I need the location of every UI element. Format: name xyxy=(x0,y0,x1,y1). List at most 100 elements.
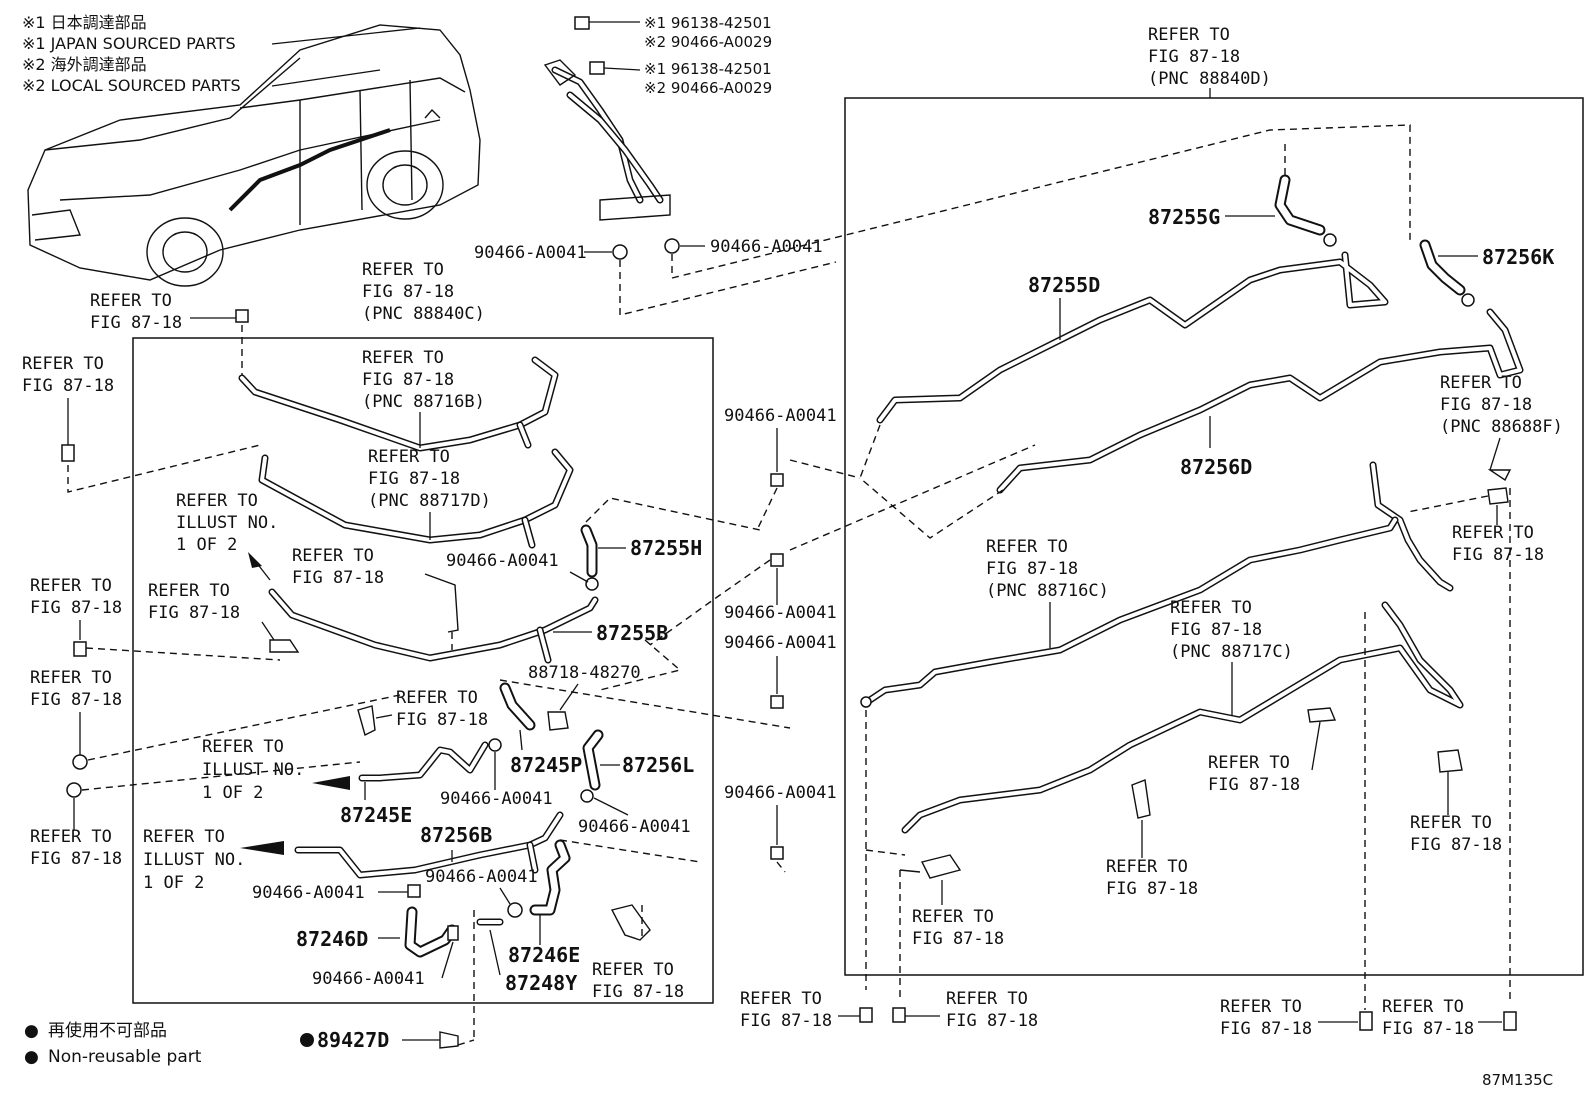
clamp-icon xyxy=(1461,293,1475,307)
clamp-icon xyxy=(580,789,594,803)
clamp-icon xyxy=(407,884,421,898)
fig-label: FIG 87-18 xyxy=(1440,395,1532,415)
fig-label: FIG 87-18 xyxy=(362,370,454,390)
bolt-icon xyxy=(892,1007,906,1023)
part-87248Y: 87248Y xyxy=(505,971,577,995)
label-clamp-90466: 90466-A0041 xyxy=(578,817,691,837)
arrow-icon xyxy=(248,552,262,568)
fig-label: FIG 87-18 xyxy=(30,849,122,869)
part-89427D-group: 89427D xyxy=(300,1028,475,1052)
refer-label: REFER TO xyxy=(22,354,104,374)
fig-label: FIG 87-18 xyxy=(90,313,182,333)
clamp-icon xyxy=(574,16,590,30)
part-87256K: 87256K xyxy=(1482,245,1554,269)
bolt-icon xyxy=(859,1007,873,1023)
refer-label: REFER TO xyxy=(30,827,112,847)
legend: ● 再使用不可部品 ● Non-reusable part xyxy=(24,1020,202,1067)
fig-label: FIG 87-18 xyxy=(30,690,122,710)
note-japan-sourced-en: ※1 JAPAN SOURCED PARTS xyxy=(22,34,236,53)
refer-label: REFER TO xyxy=(30,576,112,596)
refer-label: REFER TO xyxy=(1148,25,1230,45)
top-clamp-cluster: ※1 96138-42501 ※2 90466-A0029 ※1 96138-4… xyxy=(474,14,1411,316)
refer-label: REFER TO xyxy=(292,546,374,566)
note-japan-sourced-jp: ※1 日本調達部品 xyxy=(22,13,147,32)
bolt-icon xyxy=(1503,1011,1517,1031)
refer-label: REFER TO xyxy=(30,668,112,688)
refer-label: REFER TO xyxy=(396,688,478,708)
refer-label: REFER TO xyxy=(1452,523,1534,543)
note-local-sourced-jp: ※2 海外調達部品 xyxy=(22,55,147,74)
refer-label: REFER TO xyxy=(946,989,1028,1009)
illust-page-label: 1 OF 2 xyxy=(176,535,237,555)
clamp-icon xyxy=(612,244,628,260)
clip-icon xyxy=(73,641,87,657)
middle-clamps: 90466-A0041 90466-A0041 90466-A0041 9046… xyxy=(649,406,1036,873)
fig-label: FIG 87-18 xyxy=(362,282,454,302)
label-clamp-90466: 90466-A0041 xyxy=(446,551,559,571)
legend-en: Non-reusable part xyxy=(48,1047,202,1067)
fig-label: FIG 87-18 xyxy=(1382,1019,1474,1039)
clamp-icon xyxy=(770,473,784,487)
note-local-sourced-en: ※2 LOCAL SOURCED PARTS xyxy=(22,76,241,95)
arrow-icon xyxy=(240,841,284,855)
refer-label: REFER TO xyxy=(362,348,444,368)
label-clamp-90466: 90466-A0041 xyxy=(252,883,365,903)
left-assembly-box xyxy=(132,337,714,1004)
fig-label: FIG 87-18 xyxy=(1220,1019,1312,1039)
illust-page-label: 1 OF 2 xyxy=(202,783,263,803)
fig-label: FIG 87-18 xyxy=(396,710,488,730)
code-96138-42501-a: ※1 96138-42501 xyxy=(644,14,772,32)
code-90466-A0029-b: ※2 90466-A0029 xyxy=(644,79,772,97)
arrow-icon xyxy=(312,776,350,790)
clamp-icon xyxy=(447,925,459,941)
refer-label: REFER TO xyxy=(1440,373,1522,393)
fig-label: FIG 87-18 xyxy=(986,559,1078,579)
fig-label: FIG 87-18 xyxy=(912,929,1004,949)
refer-label: REFER TO xyxy=(1220,997,1302,1017)
grommet-icon xyxy=(860,696,872,708)
refer-label: REFER TO xyxy=(202,737,284,757)
part-88718-48270: 88718-48270 xyxy=(528,663,641,683)
refer-label: REFER TO xyxy=(1410,813,1492,833)
label-clamp-90466: 90466-A0041 xyxy=(724,633,837,653)
refer-label: REFER TO xyxy=(740,989,822,1009)
part-87246E: 87246E xyxy=(508,943,580,967)
refer-label: REFER TO xyxy=(1208,753,1290,773)
fig-label: FIG 87-18 xyxy=(1452,545,1544,565)
label-clamp-90466: 90466-A0041 xyxy=(724,783,837,803)
pnc-label: (PNC 88716C) xyxy=(986,581,1109,601)
fig-label: FIG 87-18 xyxy=(1148,47,1240,67)
refer-label: REFER TO xyxy=(176,491,258,511)
refer-label: REFER TO xyxy=(362,260,444,280)
refer-label: REFER TO xyxy=(148,581,230,601)
clamp-icon xyxy=(488,738,502,752)
fig-label: FIG 87-18 xyxy=(30,598,122,618)
refer-label: REFER TO xyxy=(986,537,1068,557)
clamp-icon xyxy=(770,695,784,709)
illust-page-label: 1 OF 2 xyxy=(143,873,204,893)
clamp-icon xyxy=(585,577,599,591)
right-assembly-box xyxy=(844,97,1584,976)
bolt-icon xyxy=(235,309,249,323)
clip-icon xyxy=(61,444,75,462)
legend-dot-icon: ● xyxy=(24,1021,39,1041)
part-87245P: 87245P xyxy=(510,753,582,777)
illust-label: ILLUST NO. xyxy=(202,760,304,780)
pnc-label: (PNC 88716B) xyxy=(362,392,485,412)
fig-label: FIG 87-18 xyxy=(740,1011,832,1031)
vehicle-illustration xyxy=(27,24,481,287)
part-87255G: 87255G xyxy=(1148,205,1220,229)
fig-label: FIG 87-18 xyxy=(22,376,114,396)
pnc-label: (PNC 88840D) xyxy=(1148,69,1271,89)
clamp-icon xyxy=(507,902,523,918)
right-box-content: REFER TO FIG 87-18 (PNC 88840D) 87255G 8… xyxy=(859,25,1563,1010)
diagram-code: 87M135C xyxy=(1482,1071,1553,1089)
part-87246D: 87246D xyxy=(296,927,368,951)
part-87255H: 87255H xyxy=(630,536,702,560)
label-clamp-90466: 90466-A0041 xyxy=(425,867,538,887)
label-clamp-90466: 90466-A0041 xyxy=(474,243,587,263)
non-reusable-dot-icon xyxy=(300,1033,314,1047)
code-96138-42501-b: ※1 96138-42501 xyxy=(644,60,772,78)
refer-label: REFER TO xyxy=(912,907,994,927)
